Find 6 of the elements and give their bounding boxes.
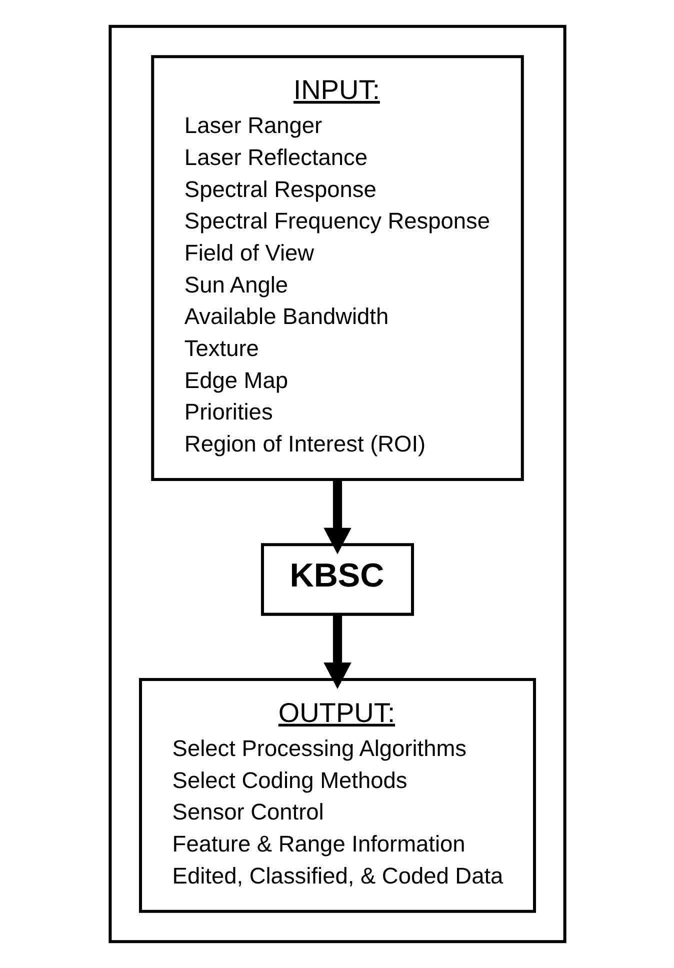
arrow [323, 614, 351, 689]
arrow [323, 480, 351, 554]
node-box: KBSC [260, 543, 414, 616]
cluster [108, 24, 566, 944]
node-box: OUTPUT: Select Processing Algorithms Select Coding Methods Sensor Control Feature & Range Information Edited, Classified, & Coded Data [138, 678, 536, 913]
node-box: INPUT: Laser Ranger Laser Reflectance Spectral Response Spectral Frequency Response Field of View Sun Angle Available Bandwidth Texture Edge Map Priorities Region of Interest (ROI) [150, 55, 524, 481]
